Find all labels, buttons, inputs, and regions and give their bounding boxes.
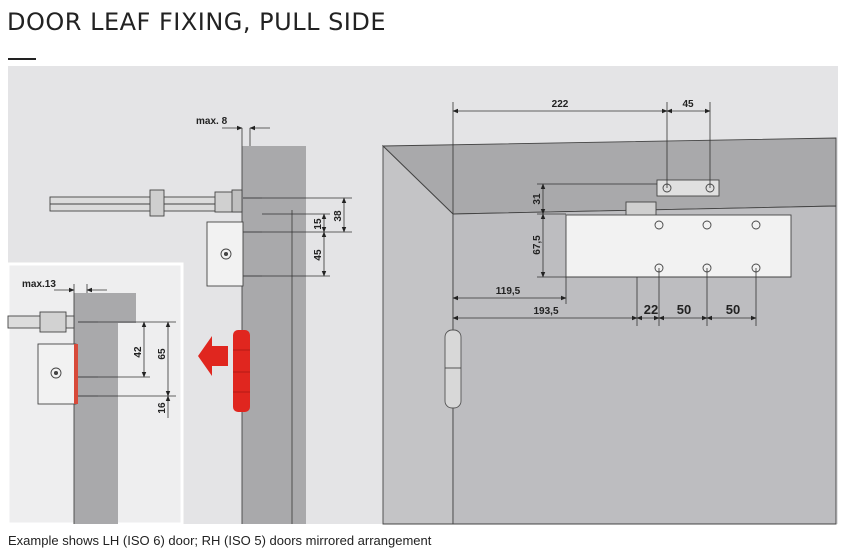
dim-31: 31 [532,193,543,205]
dim-193-5: 193,5 [533,306,558,317]
door-leaf [452,205,837,525]
dim-42: 42 [133,346,144,358]
closer-body-front [565,214,792,278]
fixing-holes-front [654,220,761,273]
dim-50-b: 50 [726,302,740,317]
dim-45-right: 45 [682,99,694,110]
dim-222: 222 [552,99,569,110]
title-underline [8,58,36,60]
dim-16: 16 [157,402,168,414]
inset-frame [74,293,136,323]
inset-closer-body [37,343,78,405]
dim-119-5: 119,5 [496,286,521,297]
dim-50-a: 50 [677,302,691,317]
door-hinge [444,329,462,409]
dim-15: 15 [313,218,324,230]
inset-screws [78,321,98,397]
fixing-screws-left [243,197,262,277]
figure-caption: Example shows LH (ISO 6) door; RH (ISO 5… [8,533,432,548]
door-leaf-section [242,146,306,524]
pull-direction-arrow [198,330,250,412]
closer-arm-side [49,189,243,217]
inset-wall [74,323,118,524]
dim-max-13: max.13 [22,279,56,290]
dim-max-8: max. 8 [196,116,228,127]
page-title: DOOR LEAF FIXING, PULL SIDE [7,8,387,36]
dim-67-5: 67,5 [532,235,543,255]
dim-65: 65 [157,348,168,360]
frame-head [381,137,837,215]
dim-22: 22 [644,302,658,317]
dim-38: 38 [333,210,344,222]
closer-body-side [206,221,244,287]
arm-shoe [625,179,720,217]
inset-closer-arm [7,311,75,333]
dim-45-left: 45 [313,249,324,261]
